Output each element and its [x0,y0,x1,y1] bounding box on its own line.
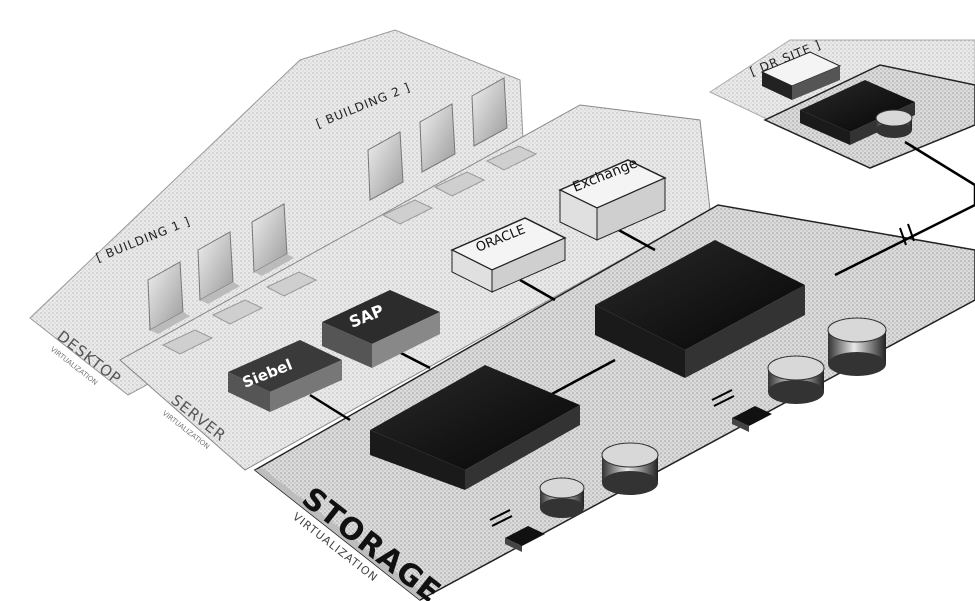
disk-stack-icon [876,110,912,138]
disk-stack-icon [602,443,658,495]
disk-stack-icon [540,478,584,518]
disk-stack-icon [768,356,824,404]
disk-stack-icon [828,318,886,376]
